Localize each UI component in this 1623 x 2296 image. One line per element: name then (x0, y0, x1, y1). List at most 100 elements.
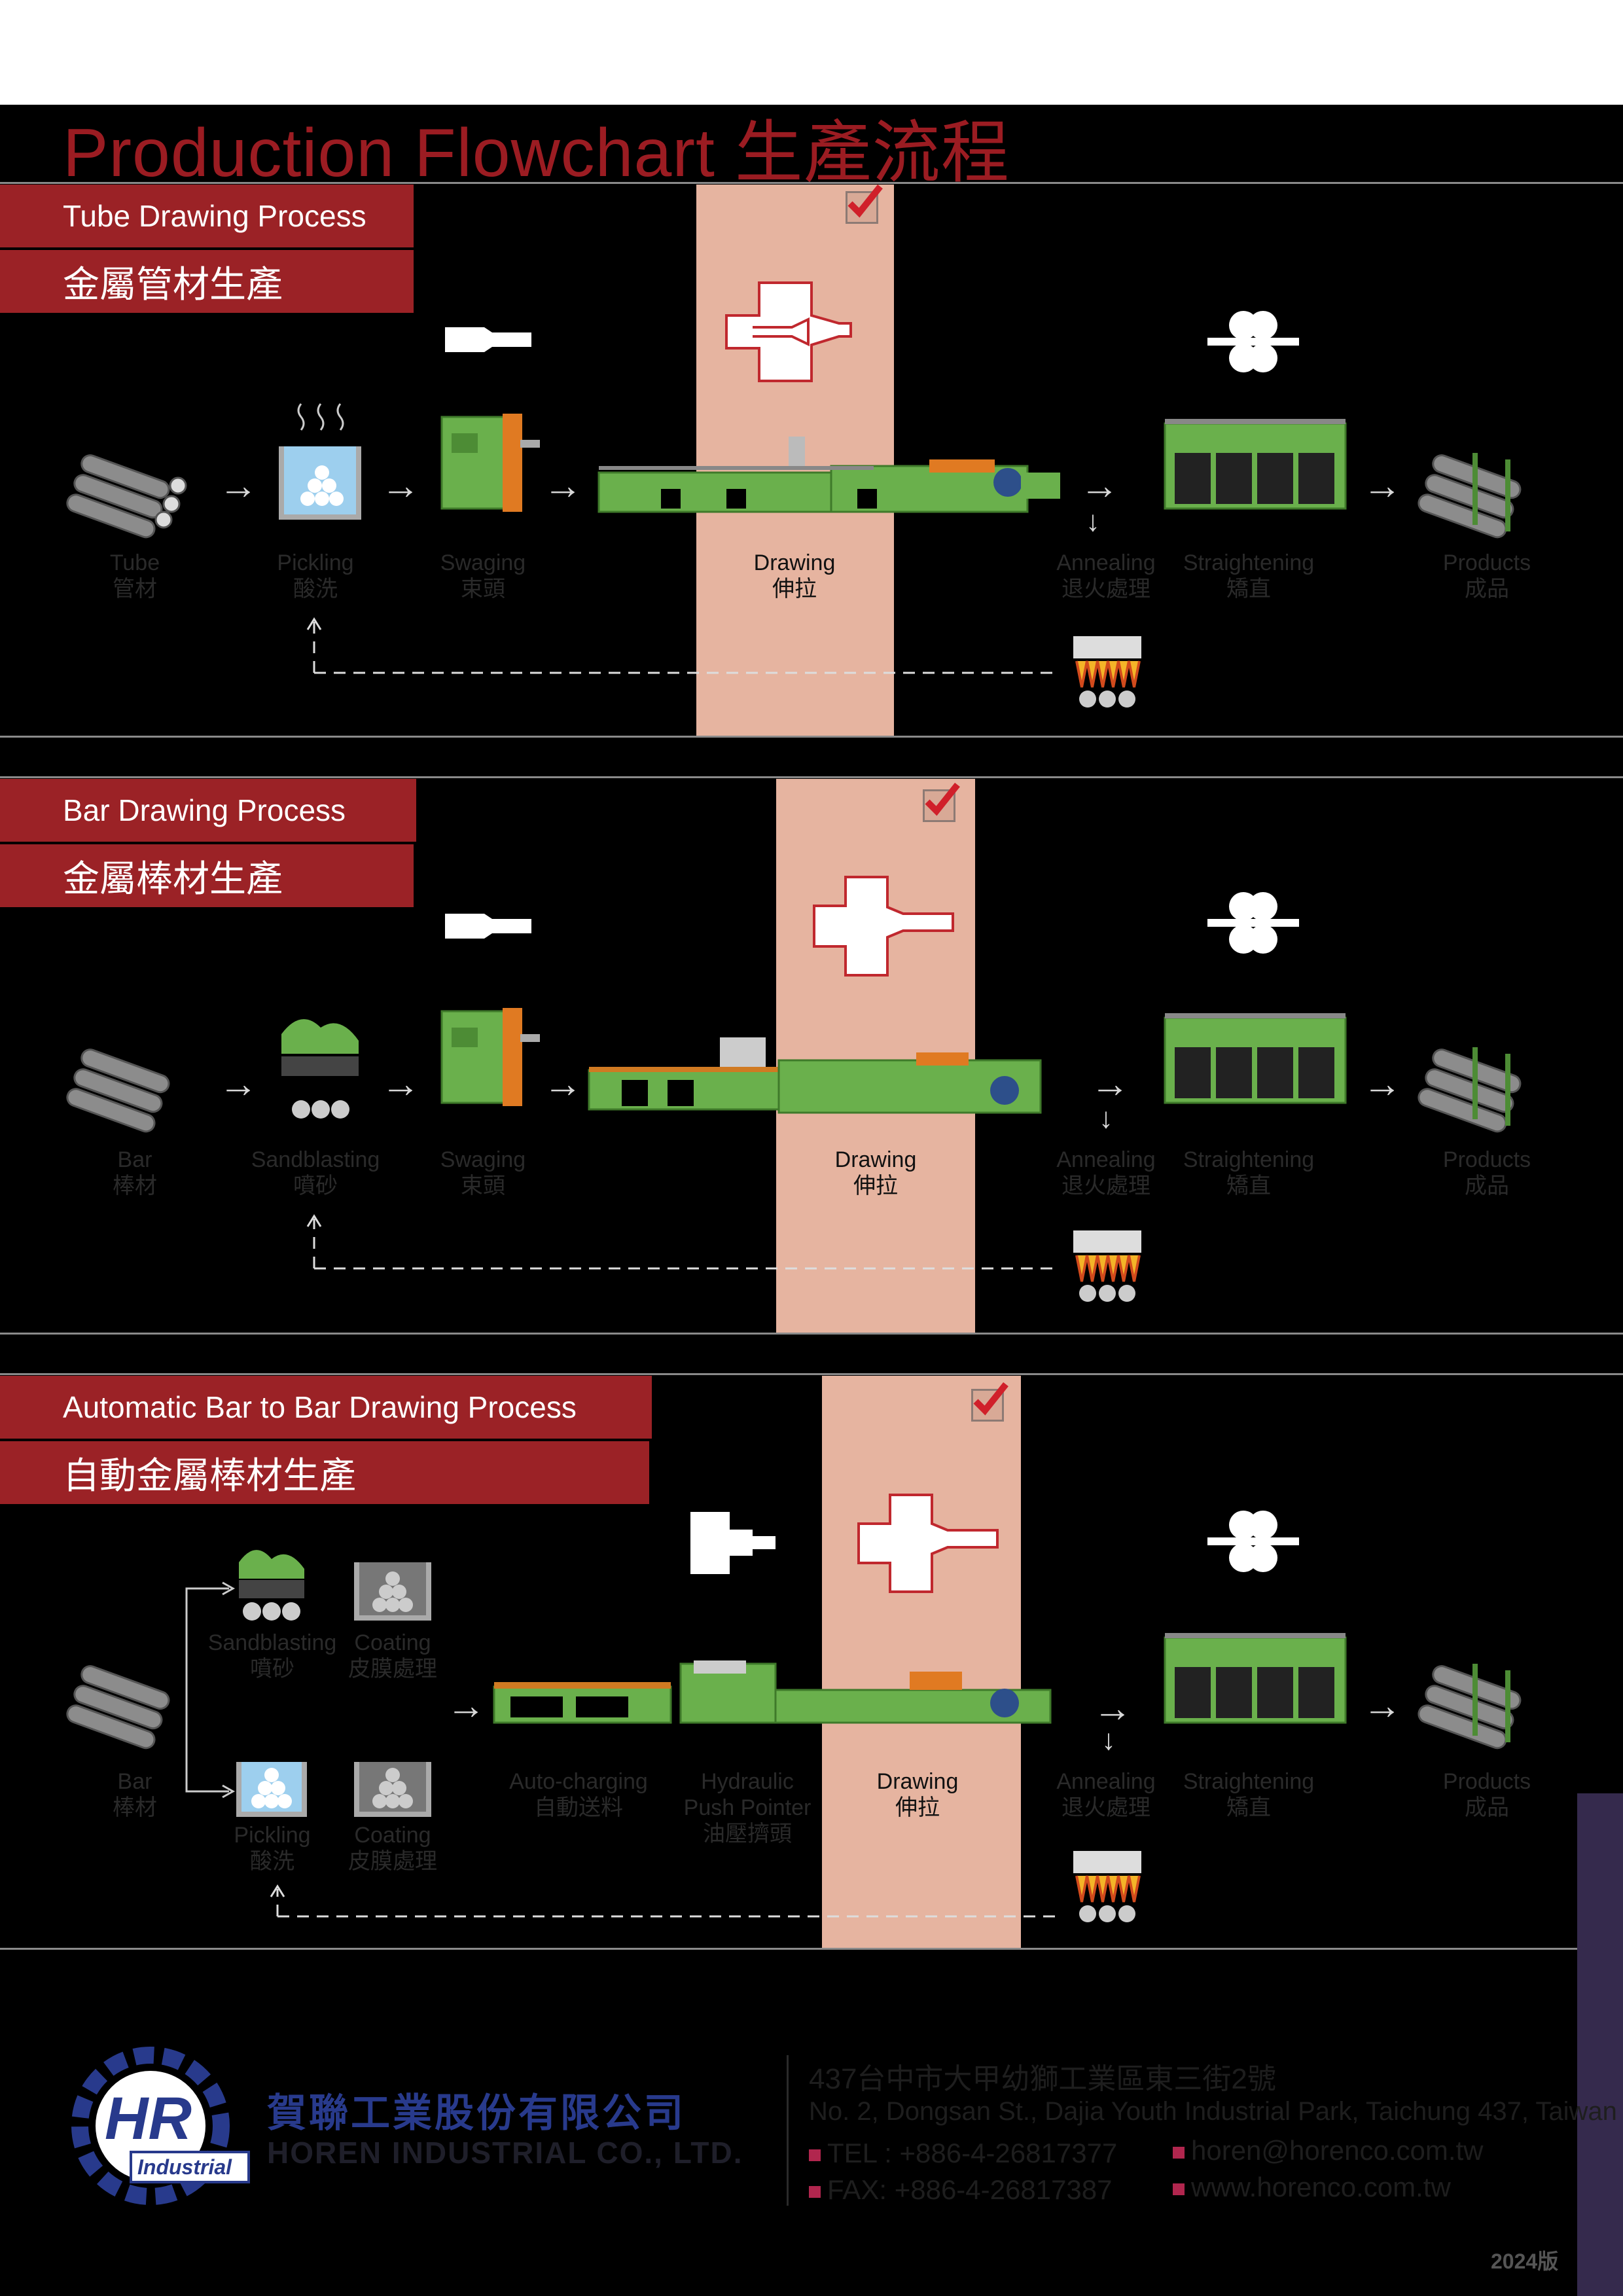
flow-arrow-icon: → (1363, 1062, 1402, 1105)
bullet-icon (809, 2185, 821, 2198)
section-tab-en: Automatic Bar to Bar Drawing Process (0, 1376, 652, 1439)
flow-arrow-icon: → (543, 463, 582, 507)
address-zh: 437台中市大甲幼獅工業區東三街2號 (809, 2063, 1276, 2095)
checkbox-checked-icon (971, 1382, 1008, 1422)
flow-arrow-icon: → (446, 1683, 486, 1727)
email-link[interactable]: horen@horenco.com.tw (1173, 2135, 1484, 2166)
hydraulic-push-pointer-machine-icon (679, 1660, 777, 1724)
annealing-furnace-icon (1073, 1851, 1141, 1922)
section-tab-en: Bar Drawing Process (0, 779, 416, 842)
svg-text:Industrial: Industrial (137, 2155, 232, 2179)
annealing-furnace-icon (1073, 1230, 1141, 1302)
swaging-machine-icon (440, 414, 540, 512)
svg-text:HR: HR (105, 2085, 192, 2152)
flow-arrow-icon: → (1363, 463, 1402, 507)
section-tube-drawing: Tube Drawing Process 金屬管材生產 (0, 184, 1623, 737)
divider (0, 1948, 1623, 1950)
straightening-machine-icon (1164, 419, 1347, 510)
divider (0, 776, 1623, 778)
company-logo: HR Industrial (71, 2047, 250, 2205)
top-margin (0, 0, 1623, 105)
straightener-rollers-icon (1207, 1511, 1299, 1572)
company-name-zh: 賀聯工業股份有限公司 (267, 2091, 686, 2135)
divider (0, 182, 1623, 184)
drawing-die-icon (725, 281, 852, 382)
products-bundle-icon (1418, 1664, 1522, 1749)
divider (0, 1333, 1623, 1335)
drawing-machine-icon (597, 437, 1060, 513)
company-name-en: HOREN INDUSTRIAL CO., LTD. (267, 2136, 743, 2170)
tel: TEL : +886-4-26817377 (809, 2138, 1117, 2169)
pickling-tank-icon (279, 403, 361, 520)
checkbox-checked-icon (846, 184, 883, 224)
flow-arrow-icon: → (1093, 1686, 1132, 1730)
address-en: No. 2, Dongsan St., Dajia Youth Industri… (809, 2097, 1617, 2126)
sandblasting-icon (239, 1550, 304, 1621)
tube-bundle-icon (66, 454, 187, 539)
page-title: Production Flowchart 生產流程 (63, 115, 1010, 191)
pickling-tank-icon (236, 1762, 307, 1817)
section-tab-zh: 自動金屬棒材生產 (0, 1441, 649, 1504)
bullet-icon (809, 2149, 821, 2161)
bar-bundle-icon (66, 1049, 170, 1133)
straightening-machine-icon (1164, 1633, 1347, 1724)
section-auto-bar-drawing: Automatic Bar to Bar Drawing Process 自動金… (0, 1376, 1623, 1949)
flow-arrow-icon: → (543, 1062, 582, 1105)
divider (0, 1373, 1623, 1375)
flow-arrow-icon: → (219, 1062, 258, 1105)
sandblasting-icon (281, 1019, 359, 1119)
drawing-highlight (822, 1376, 1021, 1949)
drawing-machine-icon (588, 1037, 1042, 1114)
annealing-furnace-icon (1073, 636, 1141, 708)
divider (0, 736, 1623, 738)
swaged-tip-icon (445, 914, 531, 939)
footer-divider (787, 2055, 789, 2206)
push-pointer-icon (690, 1512, 776, 1574)
products-bundle-icon (1418, 1047, 1522, 1133)
swaged-tip-icon (445, 327, 531, 352)
flow-arrow-icon: → (381, 1062, 420, 1105)
coating-tank-icon (354, 1562, 431, 1621)
flow-arrow-icon: → (381, 463, 420, 507)
down-arrow-icon: ↓ (1086, 505, 1100, 537)
drawing-die-icon (857, 1494, 999, 1593)
bullet-icon (1173, 2183, 1185, 2195)
process-illustration (66, 1494, 1522, 1922)
coating-tank-icon (354, 1762, 431, 1817)
bullet-icon (1173, 2146, 1185, 2159)
section-tab-zh: 金屬棒材生產 (0, 844, 414, 907)
drawing-die-icon (813, 876, 954, 977)
section-tab-zh: 金屬管材生產 (0, 250, 414, 313)
straightener-rollers-icon (1207, 892, 1299, 954)
down-arrow-icon: ↓ (1101, 1724, 1116, 1756)
flow-arrow-icon: → (219, 463, 258, 507)
products-bundle-icon (1418, 453, 1522, 539)
straightening-machine-icon (1164, 1013, 1347, 1104)
branch-lines (185, 1587, 229, 1793)
drawing-machine-icon (774, 1672, 1052, 1724)
website-link[interactable]: www.horenco.com.tw (1173, 2172, 1451, 2203)
fax: FAX: +886-4-26817387 (809, 2174, 1113, 2206)
